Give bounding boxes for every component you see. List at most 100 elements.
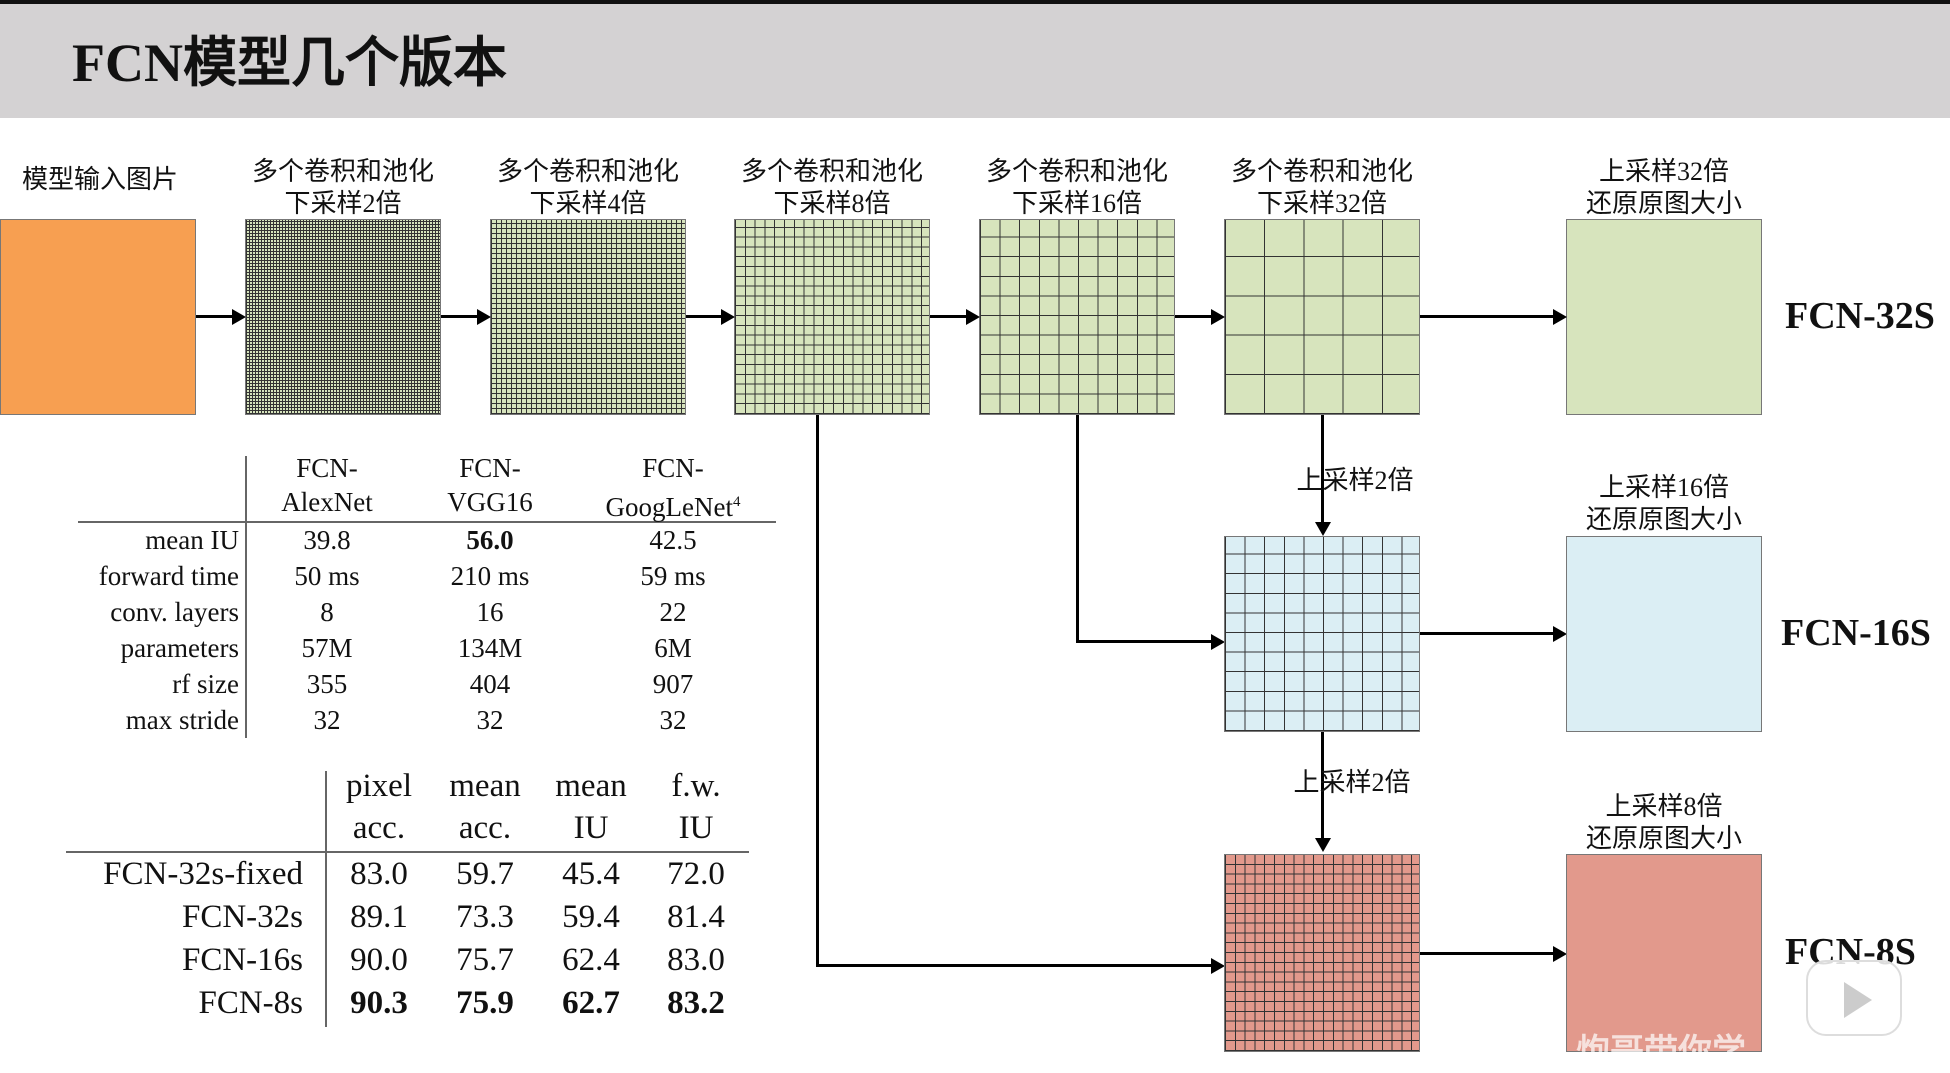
arrow — [1420, 952, 1553, 955]
table-cell: 16 — [476, 597, 504, 627]
fcn32-output-box — [1566, 219, 1762, 415]
stage-label: 下采样4倍 — [529, 189, 647, 218]
table-divider — [66, 851, 749, 853]
column-header: acc. — [352, 810, 406, 846]
table-cell: 6M — [654, 633, 692, 663]
feature-map-4x — [490, 219, 686, 415]
arrow-head-icon — [477, 309, 491, 325]
table-cell: 907 — [652, 669, 694, 699]
skip-connection — [1076, 415, 1079, 643]
fcn8-fused-map — [1224, 854, 1420, 1052]
table-cell: 210 ms — [450, 561, 530, 591]
skip-connection — [816, 964, 1211, 967]
stage-label: 下采样2倍 — [284, 189, 402, 218]
table-cell: 50 ms — [294, 561, 360, 591]
arrow-head-icon — [1211, 309, 1225, 325]
arrow-head-icon — [1553, 946, 1567, 962]
table-cell: 83.0 — [350, 856, 408, 892]
skip-connection — [816, 415, 819, 967]
table-divider — [245, 456, 247, 738]
stage-label: 多个卷积和池化 — [496, 157, 679, 186]
arrow-head-icon — [232, 309, 246, 325]
table-cell: 134M — [457, 633, 523, 663]
watermark: 炮哥带你学 — [1576, 1034, 1746, 1071]
arrow — [1175, 315, 1211, 318]
arrow — [1321, 415, 1324, 522]
arrow — [196, 315, 232, 318]
skip-connection — [1076, 640, 1211, 643]
arrow-head-icon — [721, 309, 735, 325]
column-header: FCN- — [296, 453, 358, 483]
column-header: IU — [678, 810, 714, 846]
arrow — [1321, 732, 1324, 838]
feature-map-32x — [1224, 219, 1420, 415]
input-image-box — [0, 219, 196, 415]
arrow-head-icon — [1553, 626, 1567, 642]
arrow — [1420, 315, 1553, 318]
arrow-head-icon — [1315, 838, 1331, 852]
stage-label: 多个卷积和池化 — [251, 157, 434, 186]
row-label: max stride — [125, 705, 239, 735]
arrow — [686, 315, 721, 318]
arrow-head-icon — [1211, 634, 1225, 650]
table-cell: 62.7 — [562, 985, 620, 1021]
fcn8-output-box — [1566, 854, 1762, 1052]
feature-map-8x — [734, 219, 930, 415]
table-cell: 75.9 — [456, 985, 514, 1021]
stage-label: 下采样16倍 — [1011, 189, 1142, 218]
stage-label: 模型输入图片 — [21, 165, 178, 194]
top-border — [0, 0, 1950, 4]
output-label: 还原原图大小 — [1585, 505, 1742, 534]
column-header: f.w. — [671, 768, 721, 804]
table-cell: 83.2 — [667, 985, 725, 1021]
row-label: parameters — [120, 633, 239, 663]
table-cell: 8 — [320, 597, 334, 627]
column-header: pixel — [346, 768, 412, 804]
arrow-head-icon — [966, 309, 980, 325]
stage-label: 下采样8倍 — [773, 189, 891, 218]
footnote-mark: 4 — [732, 494, 741, 510]
column-header: IU — [573, 810, 609, 846]
output-label: 上采样16倍 — [1598, 473, 1729, 502]
row-label: forward time — [98, 561, 239, 591]
table-cell: 75.7 — [456, 942, 514, 978]
stage-label: 多个卷积和池化 — [1230, 157, 1413, 186]
fcn-32s-label: FCN-32S — [1785, 295, 1935, 337]
row-label: FCN-16s — [181, 942, 303, 978]
column-header: FCN- — [459, 453, 521, 483]
table-cell: 89.1 — [350, 899, 408, 935]
table-divider — [78, 521, 776, 523]
slide-header: FCN模型几个版本 — [0, 4, 1950, 118]
arrow — [441, 315, 477, 318]
stage-label: 多个卷积和池化 — [740, 157, 923, 186]
table-cell: 81.4 — [667, 899, 725, 935]
column-header: FCN- — [642, 453, 704, 483]
table-cell: 32 — [476, 705, 504, 735]
fcn-16s-label: FCN-16S — [1781, 612, 1931, 654]
table-cell: 62.4 — [562, 942, 620, 978]
table-cell: 90.0 — [350, 942, 408, 978]
play-button-icon[interactable] — [1806, 960, 1902, 1036]
table-cell: 72.0 — [667, 856, 725, 892]
output-label: 上采样32倍 — [1598, 157, 1729, 186]
output-label: 还原原图大小 — [1585, 824, 1742, 853]
fcn16-fused-map — [1224, 536, 1420, 732]
column-header: AlexNet — [281, 487, 373, 517]
row-label: rf size — [172, 669, 239, 699]
table-cell: 83.0 — [667, 942, 725, 978]
upsample-2x-label: 上采样2倍 — [1296, 466, 1414, 495]
arrow — [930, 315, 966, 318]
arrow-head-icon — [1553, 309, 1567, 325]
column-header-text: GoogLeNet — [605, 492, 733, 522]
column-header: GoogLeNet4 — [573, 487, 773, 522]
output-label: 还原原图大小 — [1585, 189, 1742, 218]
table-cell: 39.8 — [303, 525, 351, 555]
stage-label: 下采样32倍 — [1256, 189, 1387, 218]
output-label: 上采样8倍 — [1605, 792, 1723, 821]
table-cell: 22 — [659, 597, 687, 627]
row-label: FCN-8s — [198, 985, 303, 1021]
upsample-2x-label: 上采样2倍 — [1293, 768, 1411, 797]
table-cell: 57M — [301, 633, 353, 663]
row-label: FCN-32s — [181, 899, 303, 935]
arrow — [1420, 632, 1553, 635]
